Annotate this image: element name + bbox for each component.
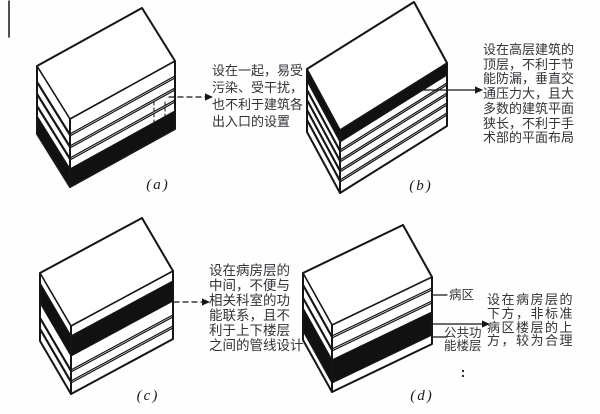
label-ward-zone: 病区 — [449, 288, 475, 302]
building-b — [306, 1, 483, 194]
building-a — [36, 7, 213, 188]
building-d — [302, 224, 490, 393]
caption-b: (b) — [409, 178, 433, 194]
annotation-a: 设在一起，易受 污染、受干扰， 也不利于建筑各 出入口的设置 — [212, 63, 304, 129]
stray-scan-marks — [8, 0, 465, 378]
caption-d: (d) — [410, 388, 434, 404]
caption-a: (a) — [146, 177, 170, 193]
label-public-function-floor: 公共功 能楼层 — [444, 326, 482, 353]
annotation-b: 设在高层建筑的 顶层，不利于节 能防漏，垂直交 通压力大，且大 多数的建筑平面 … — [483, 42, 575, 146]
caption-c: (c) — [136, 388, 160, 404]
annotation-d: 设在病房层的 下方，非标准 病区楼层的上 方，较为合理 — [487, 292, 575, 349]
building-c — [39, 217, 210, 395]
annotation-c: 设在病房层的 中间，不便与 相关科室的功 能联系，且不 利于上下楼层 之间的管线… — [209, 263, 304, 353]
